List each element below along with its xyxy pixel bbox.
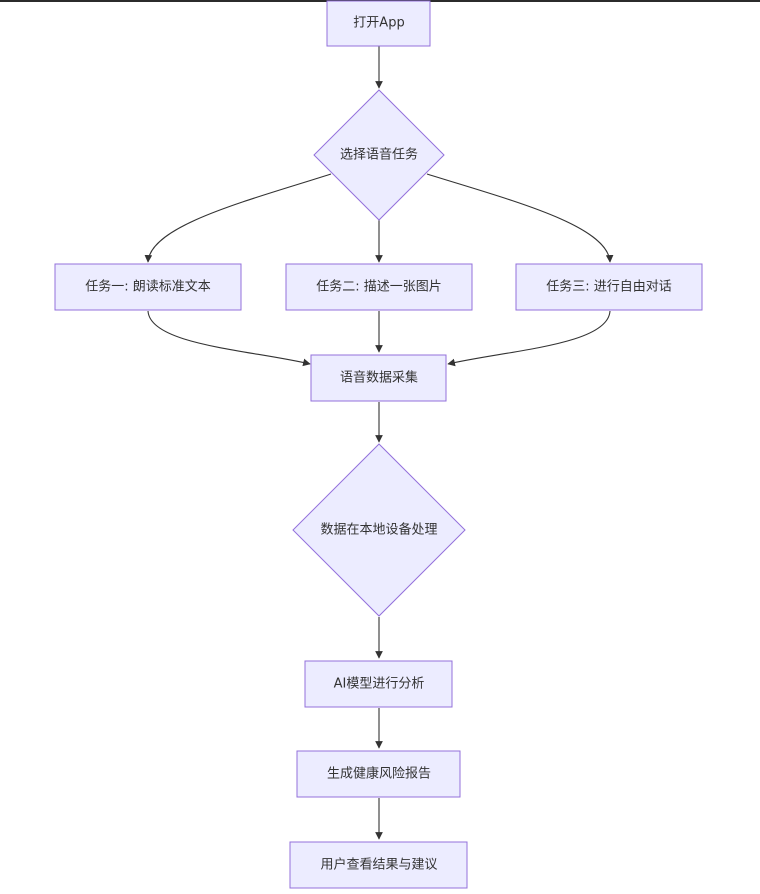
edge-choose-to-task1 (144, 173, 332, 263)
node-ai-analysis (304, 660, 453, 708)
label-task3: 任务三: 进行自由对话 (546, 279, 672, 295)
node-task2 (285, 263, 473, 311)
node-report (296, 750, 461, 798)
edge-task3-to-collect (447, 310, 611, 367)
label-local-process: 数据在本地设备处理 (320, 522, 437, 538)
node-view-result (289, 841, 468, 889)
label-choose-task: 选择语音任务 (340, 147, 418, 163)
label-task2: 任务二: 描述一张图片 (316, 279, 442, 295)
label-ai-analysis: AI模型进行分析 (334, 677, 425, 692)
label-view-result: 用户查看结果与建议 (320, 857, 437, 873)
node-choose-task (313, 89, 445, 221)
node-local-process (292, 443, 466, 617)
label-report: 生成健康风险报告 (327, 766, 431, 782)
node-task3 (515, 263, 703, 311)
node-task1 (54, 263, 242, 311)
label-collect: 语音数据采集 (340, 370, 418, 386)
edge-choose-to-task3 (426, 173, 614, 263)
node-open-app (326, 0, 431, 47)
label-task1: 任务一: 朗读标准文本 (85, 279, 211, 295)
edge-task1-to-collect (147, 310, 311, 367)
label-open-app: 打开App (353, 16, 404, 31)
node-collect (310, 354, 447, 402)
